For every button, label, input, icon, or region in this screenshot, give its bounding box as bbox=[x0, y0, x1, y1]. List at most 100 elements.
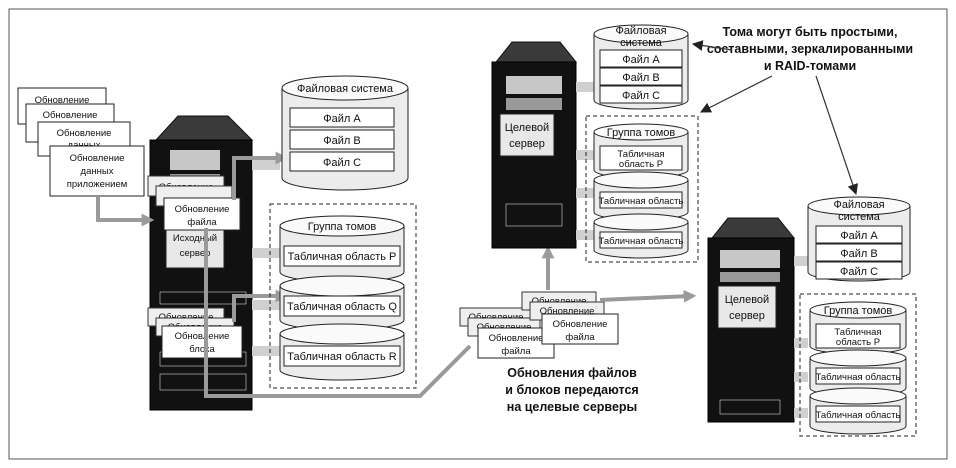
svg-text:Тома могут быть простыми,: Тома могут быть простыми, bbox=[723, 25, 898, 39]
svg-text:Файл C: Файл C bbox=[323, 157, 361, 169]
target2-area-3 bbox=[815, 405, 901, 423]
target1-area-p bbox=[599, 145, 683, 171]
svg-text:область P: область P bbox=[619, 159, 663, 170]
volumes-callout: Тома могут быть простыми, составными, зе… bbox=[691, 25, 913, 196]
app-to-server-arrow bbox=[96, 197, 155, 227]
svg-text:файла: файла bbox=[501, 346, 531, 357]
transit-update-cards: Обновление Обновление Обновление Обновле… bbox=[459, 291, 619, 359]
svg-text:блока: блока bbox=[189, 344, 215, 355]
target-server-1: Целевой сервер bbox=[491, 41, 578, 249]
svg-text:система: система bbox=[620, 37, 663, 49]
callout-arrow-fs2 bbox=[815, 75, 858, 196]
svg-text:Табличная область: Табличная область bbox=[599, 196, 684, 207]
target1-vg-title: Группа томов bbox=[607, 127, 676, 139]
target2-file-b bbox=[815, 243, 903, 262]
to-target2-arrow bbox=[599, 289, 697, 303]
svg-text:область P: область P bbox=[836, 337, 880, 348]
svg-text:Файловая: Файловая bbox=[833, 199, 884, 211]
source-area-r bbox=[283, 345, 401, 367]
target1-area-2 bbox=[599, 191, 683, 209]
svg-text:Обновление: Обновление bbox=[175, 204, 230, 215]
file-update-arrow bbox=[232, 151, 289, 200]
file-update-card bbox=[163, 197, 241, 231]
source-server-label-2: сервер bbox=[180, 248, 211, 259]
svg-text:Табличная: Табличная bbox=[617, 149, 664, 160]
svg-text:Обновление: Обновление bbox=[43, 110, 98, 121]
svg-text:Обновление: Обновление bbox=[489, 333, 544, 344]
svg-text:Обновления файлов: Обновления файлов bbox=[507, 366, 637, 380]
svg-text:сервер: сервер bbox=[729, 310, 765, 322]
target2-area-2 bbox=[815, 367, 901, 385]
source-block-update-cards: Обновление Обновление Обновление блока bbox=[147, 307, 243, 359]
svg-text:Файл C: Файл C bbox=[622, 90, 660, 102]
svg-text:Файл B: Файл B bbox=[840, 248, 877, 260]
source-server-label: Исходный bbox=[173, 233, 217, 244]
svg-text:система: система bbox=[838, 211, 881, 223]
svg-text:и RAID-томами: и RAID-томами bbox=[764, 59, 856, 73]
svg-text:Файловая: Файловая bbox=[615, 25, 666, 37]
source-vg-frame bbox=[269, 203, 417, 389]
source-file-a bbox=[289, 107, 395, 128]
svg-text:Табличная: Табличная bbox=[834, 327, 881, 338]
target1-file-c bbox=[599, 85, 683, 104]
target2-vg-title: Группа томов bbox=[824, 305, 893, 317]
transfer-callout: Обновления файлов и блоков передаются на… bbox=[505, 366, 638, 414]
target2-volume-group: Группа томов Табличная область P Табличн… bbox=[799, 293, 917, 437]
target1-label: Целевой bbox=[505, 122, 549, 134]
target1-file-b bbox=[599, 67, 683, 86]
block-update-card bbox=[161, 325, 243, 359]
block-update-arrow bbox=[232, 289, 289, 322]
svg-text:Файл B: Файл B bbox=[622, 72, 659, 84]
svg-text:Файл A: Файл A bbox=[840, 230, 878, 242]
svg-text:данных: данных bbox=[81, 166, 114, 177]
target2-file-a bbox=[815, 225, 903, 244]
target1-file-a bbox=[599, 49, 683, 68]
target2-file-system: Файловая система Файл A Файл B Файл C bbox=[807, 196, 911, 282]
target1-area-3 bbox=[599, 231, 683, 249]
source-server: Исходный сервер bbox=[149, 115, 254, 411]
target1-volume-group: Группа томов Табличная область P Табличн… bbox=[585, 115, 699, 263]
svg-text:Обновление: Обновление bbox=[540, 306, 595, 317]
callout-arrow-vg bbox=[700, 75, 773, 113]
svg-text:приложением: приложением bbox=[67, 179, 128, 190]
svg-text:составными, зеркалированными: составными, зеркалированными bbox=[707, 42, 913, 56]
svg-text:Обновление: Обновление bbox=[553, 319, 608, 330]
svg-text:сервер: сервер bbox=[509, 138, 545, 150]
target1-file-system: Файловая система Файл A Файл B Файл C bbox=[593, 24, 689, 110]
transit-file-update-card bbox=[541, 313, 619, 345]
source-volume-group: Группа томов Табличная область P Табличн… bbox=[269, 203, 417, 389]
app-update-cards: Обновление Обновление Обновление данных … bbox=[17, 87, 145, 197]
transit-file-update-card bbox=[477, 327, 555, 359]
svg-text:Обновление: Обновление bbox=[175, 331, 230, 342]
target2-label: Целевой bbox=[725, 294, 769, 306]
source-area-q bbox=[283, 295, 401, 317]
svg-text:Табличная область R: Табличная область R bbox=[287, 351, 396, 363]
target1-label-panel bbox=[499, 113, 555, 157]
source-file-system: Файловая система Файл A Файл B Файл C bbox=[281, 75, 409, 191]
source-file-update-cards: Обновление Обновление файла bbox=[147, 175, 241, 231]
svg-text:Табличная область P: Табличная область P bbox=[288, 251, 397, 263]
outer-frame bbox=[8, 8, 948, 460]
target2-file-c bbox=[815, 261, 903, 280]
svg-text:Обновление: Обновление bbox=[57, 128, 112, 139]
target-server-2: Целевой сервер bbox=[707, 217, 796, 423]
svg-text:и блоков передаются: и блоков передаются bbox=[505, 383, 638, 397]
svg-text:Файл A: Файл A bbox=[622, 54, 660, 66]
svg-text:Файл C: Файл C bbox=[840, 266, 878, 278]
svg-text:Файл B: Файл B bbox=[323, 135, 360, 147]
source-file-b bbox=[289, 129, 395, 150]
target2-area-p bbox=[815, 323, 901, 349]
svg-text:Табличная область: Табличная область bbox=[816, 372, 901, 383]
svg-text:файла: файла bbox=[565, 332, 595, 343]
source-fs-title: Файловая система bbox=[297, 83, 394, 95]
svg-text:Табличная область: Табличная область bbox=[816, 410, 901, 421]
svg-text:на целевые серверы: на целевые серверы bbox=[507, 400, 637, 414]
svg-text:Табличная область Q: Табличная область Q bbox=[287, 301, 397, 313]
svg-text:Файл A: Файл A bbox=[323, 113, 361, 125]
source-area-p bbox=[283, 245, 401, 267]
source-file-c bbox=[289, 151, 395, 172]
svg-text:файла: файла bbox=[187, 217, 217, 228]
app-update-card-front bbox=[49, 145, 145, 197]
source-vg-title: Группа томов bbox=[308, 221, 377, 233]
